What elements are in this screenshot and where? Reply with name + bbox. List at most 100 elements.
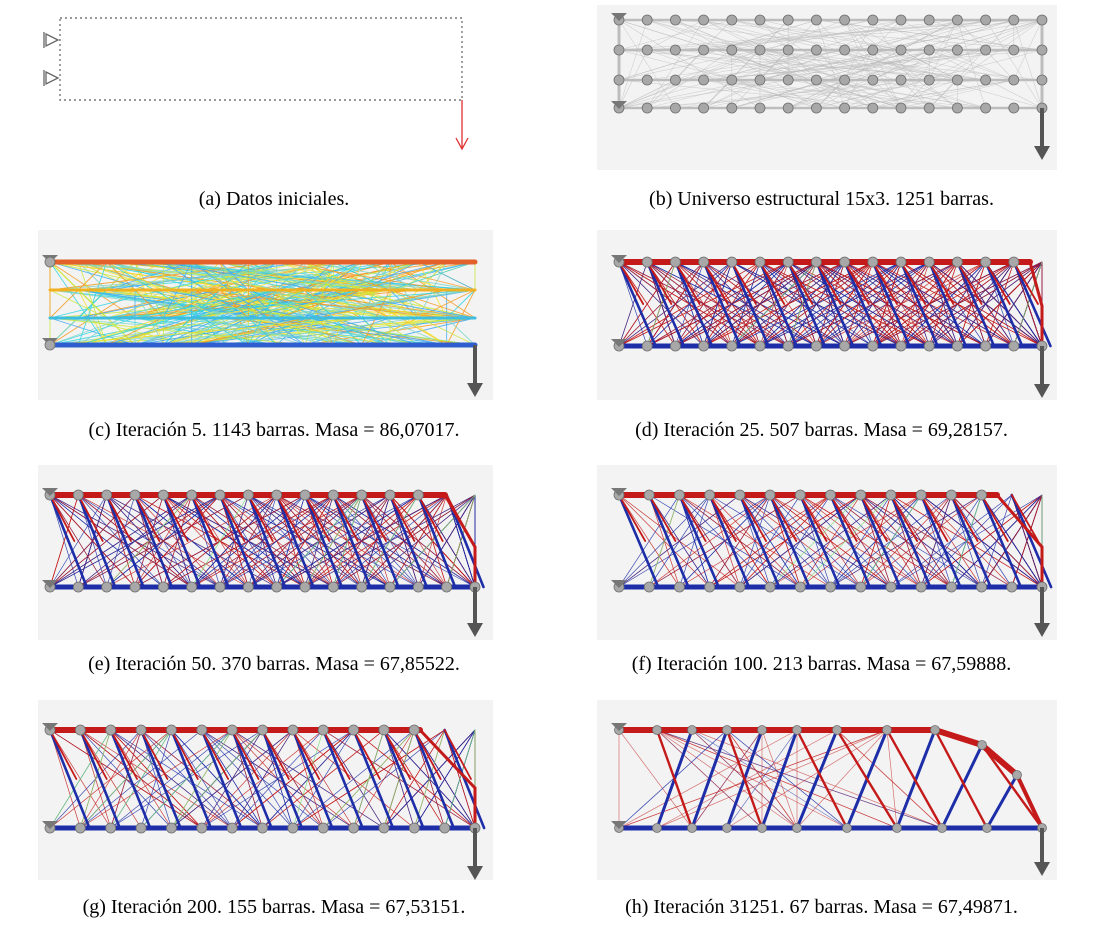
node-sphere-icon bbox=[698, 74, 709, 86]
truss-bar bbox=[48, 728, 91, 830]
truss-bar bbox=[646, 261, 673, 305]
truss-bar bbox=[900, 49, 930, 81]
node-sphere-icon bbox=[794, 581, 806, 593]
truss-bar bbox=[162, 494, 189, 542]
truss-bar bbox=[815, 260, 855, 348]
truss-bar bbox=[648, 494, 677, 542]
truss-bar bbox=[49, 261, 419, 291]
node-sphere-icon bbox=[670, 256, 681, 268]
truss-bar bbox=[79, 728, 122, 830]
truss-bar bbox=[980, 494, 1009, 542]
node-sphere-icon bbox=[726, 256, 738, 268]
node-sphere-icon bbox=[977, 740, 987, 750]
node-sphere-icon bbox=[408, 724, 420, 736]
truss-bar bbox=[769, 494, 801, 588]
truss-bar bbox=[110, 729, 172, 829]
node-sphere-icon bbox=[299, 581, 311, 593]
node-sphere-icon bbox=[242, 581, 254, 593]
truss-bar bbox=[77, 261, 363, 346]
truss-bar bbox=[170, 728, 213, 830]
truss-bar bbox=[332, 494, 391, 588]
truss-bar bbox=[703, 19, 874, 109]
node-sphere-icon bbox=[923, 74, 935, 86]
node-sphere-icon bbox=[105, 724, 117, 736]
node-sphere-icon bbox=[356, 489, 368, 501]
truss-bar bbox=[49, 261, 278, 291]
truss-bar bbox=[928, 261, 1015, 347]
truss-bar bbox=[322, 729, 351, 780]
node-sphere-icon bbox=[951, 74, 963, 86]
truss-bar bbox=[618, 19, 676, 109]
node-sphere-icon bbox=[867, 256, 879, 268]
truss-bar bbox=[219, 494, 363, 588]
node-sphere-icon bbox=[792, 725, 802, 735]
truss-bar bbox=[191, 289, 448, 319]
node-sphere-icon bbox=[101, 581, 113, 593]
truss-bar bbox=[190, 493, 230, 589]
truss-bar bbox=[322, 729, 385, 829]
truss-bar bbox=[995, 493, 1044, 549]
node-sphere-icon bbox=[356, 581, 368, 593]
node-sphere-icon bbox=[734, 489, 746, 501]
truss-bar bbox=[726, 729, 798, 829]
node-sphere-icon bbox=[698, 44, 709, 56]
node-sphere-icon bbox=[674, 489, 685, 501]
truss-bar bbox=[726, 729, 888, 829]
caption-g: (g) Iteración 200. 155 barras. Masa = 67… bbox=[82, 896, 466, 918]
truss-bar bbox=[332, 493, 372, 589]
load-arrow-icon bbox=[1034, 587, 1050, 637]
truss-bar bbox=[304, 494, 363, 588]
node-sphere-icon bbox=[839, 74, 851, 86]
truss-bar bbox=[980, 743, 1044, 830]
node-sphere-icon bbox=[135, 822, 147, 834]
truss-bar bbox=[79, 729, 172, 829]
node-sphere-icon bbox=[1008, 14, 1020, 26]
node-sphere-icon bbox=[754, 14, 766, 26]
support-triangle-icon bbox=[611, 339, 627, 347]
node-sphere-icon bbox=[257, 822, 268, 834]
node-sphere-icon bbox=[704, 489, 716, 501]
figure-h-iteration-31251 bbox=[597, 700, 1057, 880]
truss-bar bbox=[890, 494, 919, 542]
node-sphere-icon bbox=[794, 489, 806, 501]
node-sphere-icon bbox=[867, 14, 879, 26]
truss-bar bbox=[844, 261, 930, 347]
node-sphere-icon bbox=[327, 489, 339, 501]
node-sphere-icon bbox=[613, 44, 625, 56]
node-sphere-icon bbox=[1008, 102, 1020, 114]
truss-bar bbox=[844, 19, 1043, 109]
truss-bar bbox=[760, 728, 799, 830]
node-sphere-icon bbox=[951, 340, 963, 352]
truss-bar bbox=[798, 493, 841, 589]
truss-bar bbox=[739, 494, 801, 588]
truss-bar bbox=[219, 494, 246, 542]
truss-bar bbox=[927, 260, 968, 348]
truss-bar bbox=[79, 729, 112, 829]
load-arrow-icon bbox=[1034, 108, 1050, 160]
truss-bar bbox=[171, 729, 233, 829]
truss-bar bbox=[446, 494, 476, 588]
node-sphere-icon bbox=[641, 256, 653, 268]
node-sphere-icon bbox=[726, 44, 738, 56]
node-sphere-icon bbox=[867, 102, 879, 114]
caption-h: (h) Iteración 31251. 67 barras. Masa = 6… bbox=[625, 896, 1018, 918]
node-sphere-icon bbox=[757, 725, 767, 735]
node-sphere-icon bbox=[214, 581, 226, 593]
truss-bar bbox=[618, 494, 680, 588]
support-triangle-icon bbox=[611, 101, 627, 109]
truss-bar bbox=[872, 261, 930, 347]
truss-bar bbox=[231, 729, 294, 829]
truss-bar bbox=[815, 261, 842, 305]
node-sphere-icon bbox=[892, 823, 902, 833]
truss-bar bbox=[843, 261, 870, 305]
truss-bar bbox=[77, 494, 193, 588]
node-sphere-icon bbox=[839, 44, 851, 56]
figure-d-iteration-25 bbox=[597, 230, 1057, 400]
node-sphere-icon bbox=[698, 102, 709, 114]
truss-bar bbox=[872, 261, 958, 347]
truss-bar bbox=[679, 494, 801, 588]
truss-bar bbox=[872, 49, 930, 81]
truss-bar bbox=[109, 728, 152, 830]
node-sphere-icon bbox=[271, 581, 283, 593]
truss-bar bbox=[134, 494, 161, 542]
